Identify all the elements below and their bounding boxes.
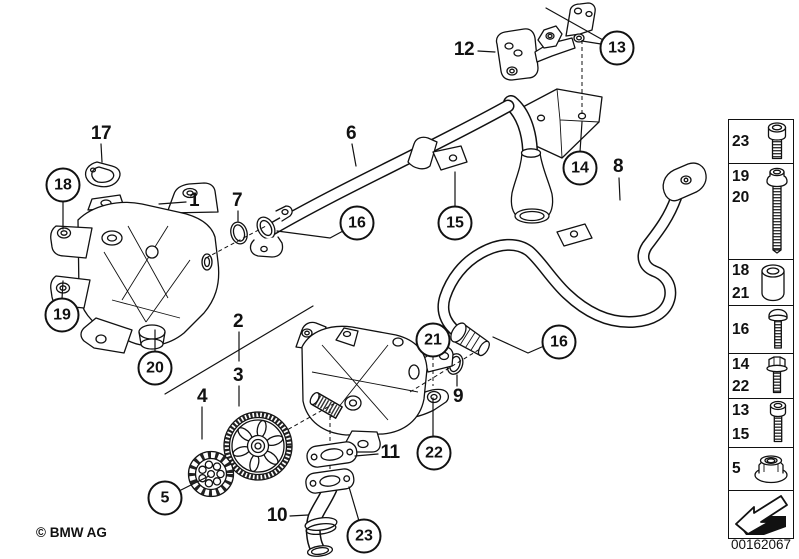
callout-circle-16a[interactable]: 16 xyxy=(339,205,375,241)
callout-circle-5[interactable]: 5 xyxy=(147,480,183,516)
callout-6[interactable]: 6 xyxy=(345,123,357,144)
callout-1[interactable]: 1 xyxy=(188,190,200,211)
drive-gear-3 xyxy=(223,411,293,481)
legend-label: 13 xyxy=(732,402,750,419)
callout-4[interactable]: 4 xyxy=(196,386,208,407)
callout-circle-23[interactable]: 23 xyxy=(346,518,382,554)
legend-label: 16 xyxy=(732,320,750,338)
o-ring-7 xyxy=(230,221,248,245)
back-arrow-icon xyxy=(733,494,789,536)
sleeve-bushing-icon xyxy=(756,262,792,304)
legend-row-14-22[interactable]: 14 22 xyxy=(729,354,793,399)
oil-pipe-6 xyxy=(249,99,515,258)
callout-3[interactable]: 3 xyxy=(232,365,244,386)
gasket-17 xyxy=(84,161,121,188)
holder-bracket-12 xyxy=(495,2,596,81)
legend-row-13-15[interactable]: 13 15 xyxy=(729,399,793,448)
legend-label: 21 xyxy=(732,284,750,302)
callout-17[interactable]: 17 xyxy=(90,123,112,144)
long-torx-bolt-icon xyxy=(762,166,792,256)
chain-sprocket-4 xyxy=(187,450,235,498)
legend-row-19-20[interactable]: 19 20 xyxy=(729,164,793,260)
oil-pump-1 xyxy=(50,182,220,354)
gasket-11 xyxy=(306,441,358,468)
torx-pan-bolt-icon xyxy=(764,400,792,446)
fastener-legend: 23 19 20 xyxy=(728,119,794,539)
copyright-text: © BMW AG xyxy=(36,525,107,540)
callout-circle-13[interactable]: 13 xyxy=(599,30,635,66)
legend-row-nav[interactable] xyxy=(729,491,793,538)
button-head-bolt-icon xyxy=(764,308,792,352)
legend-row-16[interactable]: 16 xyxy=(729,306,793,354)
legend-label: 23 xyxy=(732,132,750,150)
callout-8[interactable]: 8 xyxy=(612,156,624,177)
vacuum-pump-2 xyxy=(295,321,454,453)
legend-label: 15 xyxy=(732,426,750,443)
callout-circle-15[interactable]: 15 xyxy=(437,205,473,241)
suction-funnel xyxy=(503,95,554,224)
legend-label: 22 xyxy=(732,378,750,395)
intake-elbow-10 xyxy=(304,468,355,557)
callout-circle-22[interactable]: 22 xyxy=(416,435,452,471)
socket-head-bolt-icon xyxy=(762,121,792,162)
leader-lines xyxy=(61,7,621,522)
doc-number: 00162067 xyxy=(731,537,792,552)
pipe6-bracket xyxy=(407,136,438,170)
callout-10[interactable]: 10 xyxy=(266,505,288,526)
legend-label: 18 xyxy=(732,262,750,280)
legend-label: 19 xyxy=(732,168,750,185)
callout-circle-21[interactable]: 21 xyxy=(415,322,451,358)
pipe8-bracket xyxy=(556,223,593,247)
callout-circle-14[interactable]: 14 xyxy=(562,150,598,186)
callout-circle-18[interactable]: 18 xyxy=(45,167,81,203)
callout-circle-20[interactable]: 20 xyxy=(137,350,173,386)
callout-circle-16b[interactable]: 16 xyxy=(541,324,577,360)
callout-circle-19[interactable]: 19 xyxy=(44,297,80,333)
callout-2[interactable]: 2 xyxy=(232,311,244,332)
legend-label: 20 xyxy=(732,189,750,206)
legend-label: 5 xyxy=(732,460,741,477)
legend-row-23[interactable]: 23 xyxy=(729,120,793,164)
hose-fitting xyxy=(450,322,490,357)
legend-row-18-21[interactable]: 18 21 xyxy=(729,260,793,306)
flange-nut-icon xyxy=(750,452,792,486)
legend-label: 14 xyxy=(732,356,750,373)
callout-9[interactable]: 9 xyxy=(452,386,464,407)
callout-11[interactable]: 11 xyxy=(380,442,400,463)
oil-pipe-8 xyxy=(437,162,707,342)
callout-12[interactable]: 12 xyxy=(453,39,475,60)
callout-7[interactable]: 7 xyxy=(231,190,243,211)
legend-row-5[interactable]: 5 xyxy=(729,448,793,491)
hex-flange-bolt-icon xyxy=(762,356,792,397)
